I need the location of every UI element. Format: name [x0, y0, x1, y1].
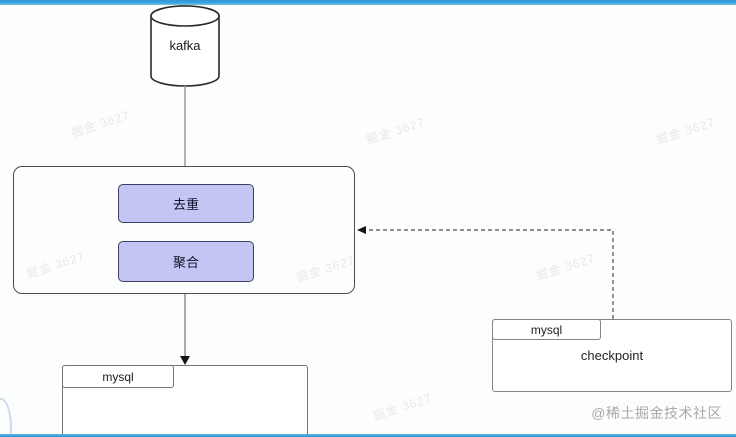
- aggregate-node: 聚合: [118, 241, 254, 282]
- top-accent-bar: [0, 0, 736, 5]
- dedup-label: 去重: [172, 197, 199, 212]
- checkpoint-label: checkpoint: [580, 348, 644, 363]
- kafka-label: kafka: [169, 38, 201, 53]
- attribution-watermark: @稀土掘金技术社区: [591, 405, 722, 421]
- checkpoint-feedback-connector: [357, 226, 614, 319]
- dedup-node: 去重: [118, 184, 254, 223]
- kafka-cylinder: [150, 5, 220, 87]
- flow-connector-pipeline-to-mysql: [180, 294, 190, 365]
- bottom-accent-bar: [0, 434, 736, 437]
- mysql-sink-label: mysql: [102, 369, 134, 384]
- checkpoint-tab-label: mysql: [530, 322, 563, 337]
- checkpoint-tab: mysql: [492, 319, 601, 340]
- pipeline-container: 去重 聚合: [13, 166, 355, 294]
- mysql-sink-tab: mysql: [62, 365, 174, 388]
- aggregate-label: 聚合: [172, 255, 199, 270]
